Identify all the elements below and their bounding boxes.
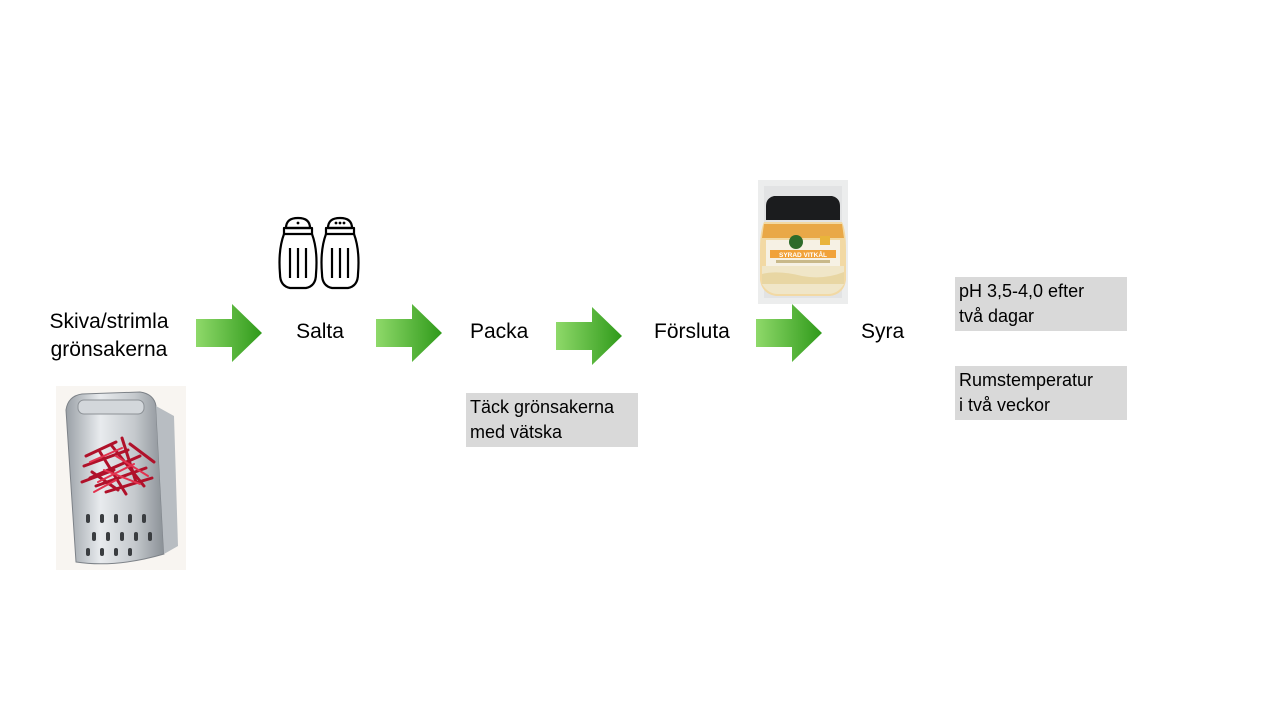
step-slice-line2: grönsakerna (50, 338, 168, 361)
arrow-right-icon-2 (376, 304, 442, 362)
note-temp-line1: Rumstemperatur (959, 370, 1094, 390)
arrow-right-icon-1 (196, 304, 262, 362)
note-temperature: Rumstemperatur i två veckor (955, 366, 1127, 420)
fermented-vegetable-jar-icon: SYRAD VITKÅL (758, 180, 848, 304)
note-cover-vegetables: Täck grönsakerna med vätska (466, 393, 638, 447)
step-slice-line1: Skiva/strimla (49, 310, 169, 333)
note-cover-line1: Täck grönsakerna (470, 397, 615, 417)
step-pack-label: Packa (470, 320, 529, 343)
note-ph: pH 3,5-4,0 efter två dagar (955, 277, 1127, 331)
arrow-right-icon-3 (556, 307, 622, 365)
step-slice-label: Skiva/strimla grönsakerna (36, 308, 182, 364)
note-ph-line1: pH 3,5-4,0 efter (959, 281, 1085, 301)
salt-shakers-icon (278, 216, 360, 290)
note-ph-line2: två dagar (959, 306, 1035, 326)
note-cover-line2: med vätska (470, 422, 563, 442)
step-salt-label: Salta (296, 320, 344, 343)
note-temp-line2: i två veckor (959, 395, 1051, 415)
step-seal-label: Försluta (654, 320, 730, 343)
jar-label-text: SYRAD VITKÅL (779, 250, 827, 259)
step-ferment-label: Syra (861, 320, 905, 343)
grater-with-beetroot-icon (56, 386, 186, 570)
arrow-right-icon-4 (756, 304, 822, 362)
